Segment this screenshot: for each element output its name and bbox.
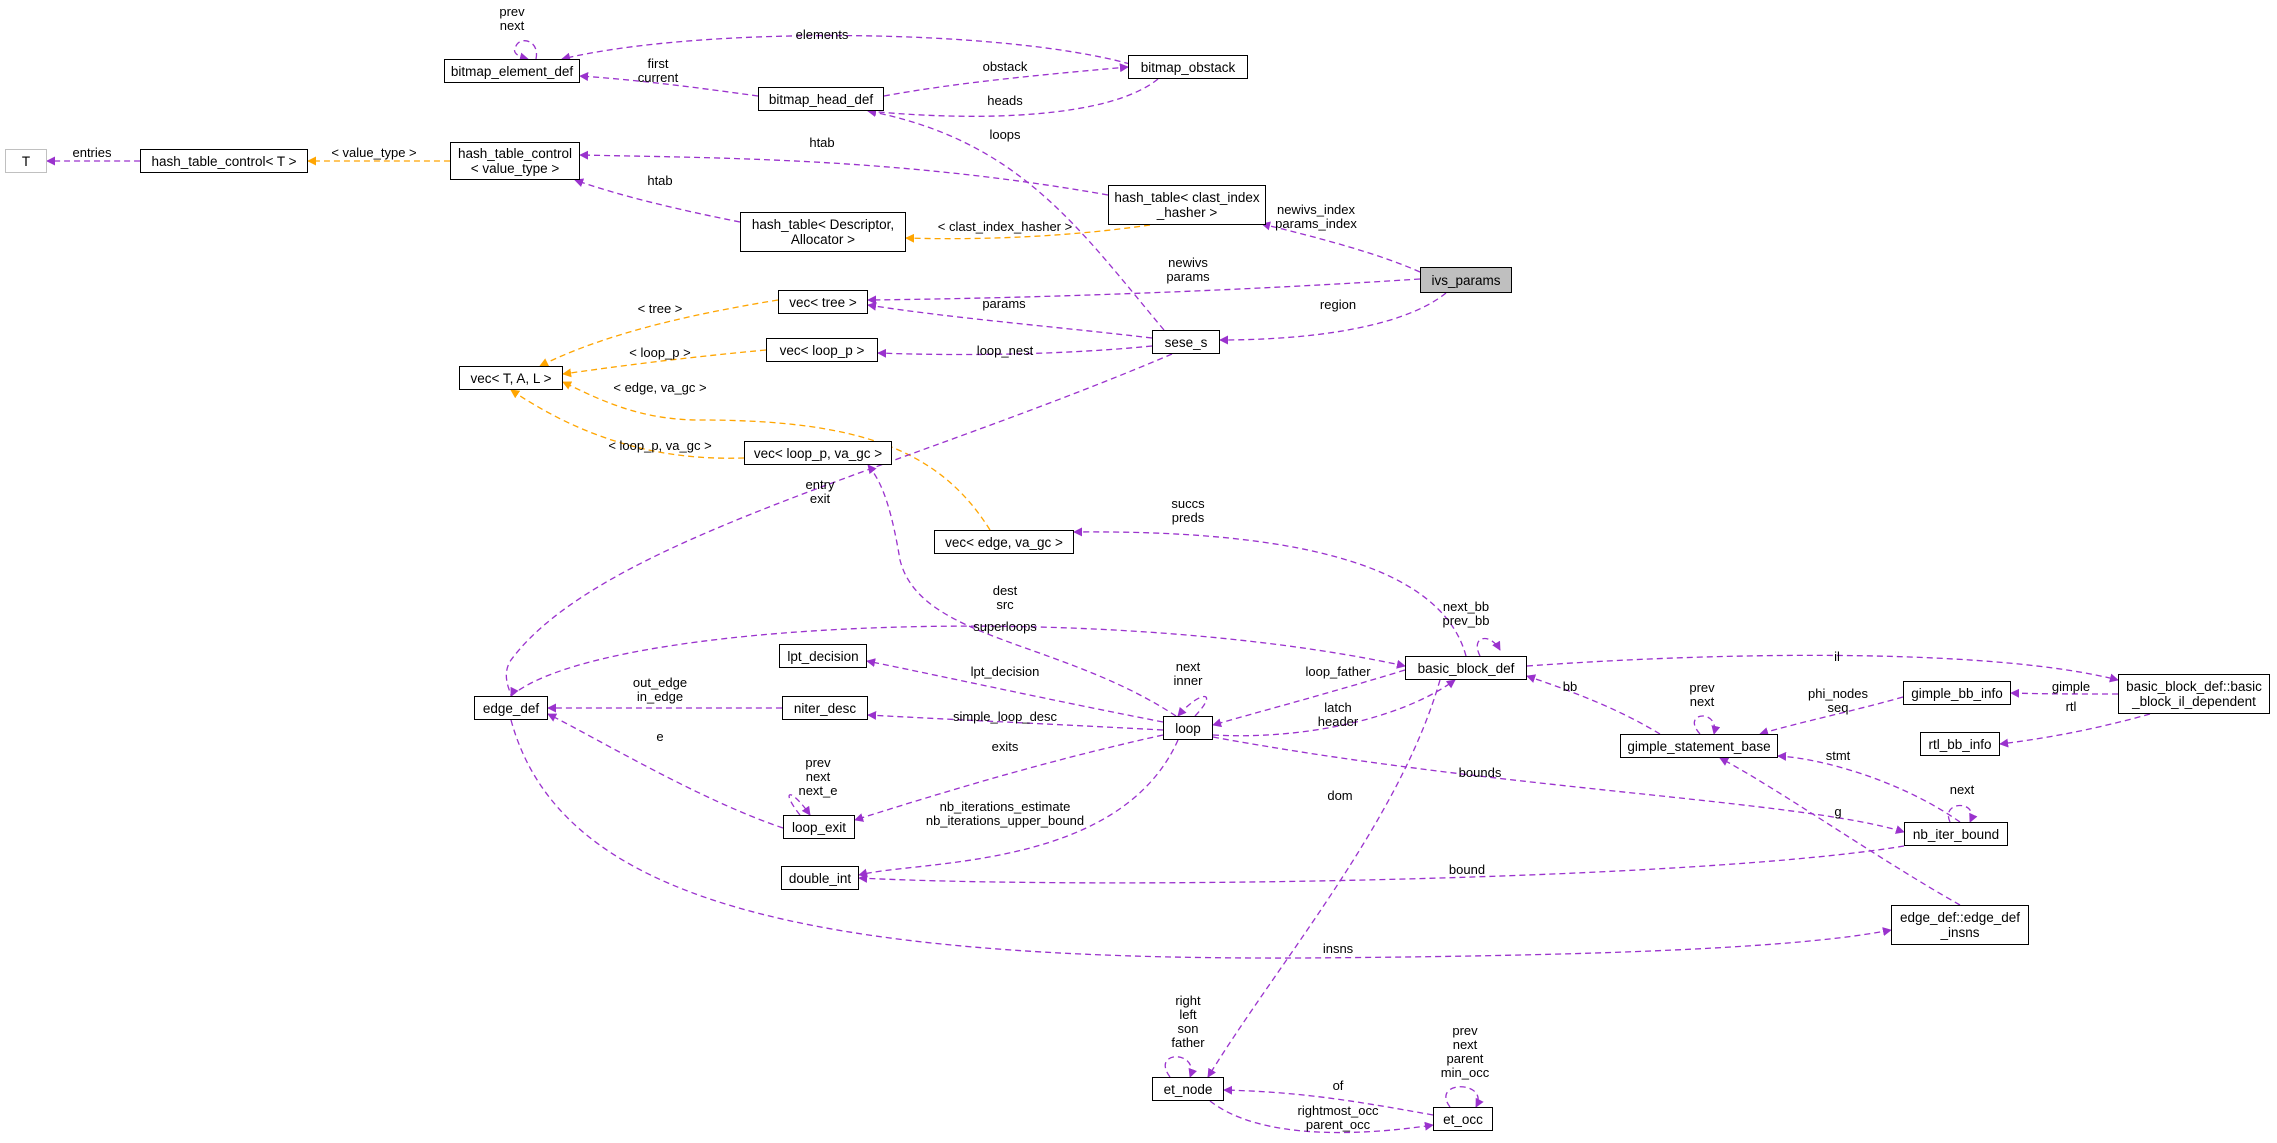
edge-e9-member-arrow bbox=[574, 178, 741, 223]
edges-layer bbox=[46, 34, 2151, 1134]
class-node-et-occ[interactable]: et_occ bbox=[1433, 1107, 1493, 1131]
class-node-hash-table-control-T[interactable]: hash_table_control< T > bbox=[140, 149, 308, 173]
class-node-vec-TAL[interactable]: vec< T, A, L > bbox=[459, 366, 563, 390]
edge-e28-member-arrow bbox=[1212, 669, 1406, 728]
class-node-lpt-decision[interactable]: lpt_decision bbox=[779, 644, 867, 668]
edge-e26-member-arrow bbox=[866, 658, 1164, 723]
edge-e22-member-arrow bbox=[1073, 527, 1467, 657]
edge-e44-member-arrow bbox=[1777, 751, 1961, 823]
class-node-gimple-statement-base[interactable]: gimple_statement_base bbox=[1620, 734, 1778, 758]
edge-e27-member-arrow bbox=[1177, 695, 1208, 717]
class-node-edge-def-insns[interactable]: edge_def::edge_def _insns bbox=[1891, 905, 2029, 945]
edge-e52-member-arrow bbox=[1445, 1086, 1484, 1108]
class-node-et-node[interactable]: et_node bbox=[1152, 1077, 1224, 1101]
class-node-loop-exit[interactable]: loop_exit bbox=[783, 815, 855, 839]
class-node-hash-table-clast[interactable]: hash_table< clast_index _hasher > bbox=[1108, 185, 1266, 225]
edge-e50-member-arrow bbox=[1223, 1085, 1434, 1116]
class-node-vec-edge-va-gc[interactable]: vec< edge, va_gc > bbox=[934, 530, 1074, 554]
class-node-edge-def[interactable]: edge_def bbox=[474, 696, 548, 720]
edge-e19-template-arrow bbox=[562, 381, 991, 531]
class-node-bitmap-obstack[interactable]: bitmap_obstack bbox=[1128, 55, 1248, 79]
edge-e1-member-arrow bbox=[513, 40, 538, 62]
edge-e17-template-arrow bbox=[539, 299, 779, 367]
edge-e23-member-arrow bbox=[510, 625, 1406, 697]
edge-e36-member-arrow bbox=[1212, 736, 1905, 834]
edge-e42-member-arrow bbox=[2010, 688, 2119, 698]
class-node-vec-loop-p[interactable]: vec< loop_p > bbox=[766, 338, 878, 362]
class-node-nb-iter-bound[interactable]: nb_iter_bound bbox=[1904, 822, 2008, 846]
class-node-bb-il-dependent[interactable]: basic_block_def::basic _block_il_depende… bbox=[2118, 674, 2270, 714]
class-node-sese-s[interactable]: sese_s bbox=[1152, 330, 1220, 354]
edge-e13-member-arrow bbox=[1219, 292, 1447, 345]
edge-e24-member-arrow bbox=[1476, 638, 1501, 657]
edge-e29-member-arrow bbox=[1212, 679, 1456, 737]
class-node-bitmap-element-def[interactable]: bitmap_element_def bbox=[444, 59, 580, 83]
edge-e51-member-arrow bbox=[1209, 1100, 1434, 1134]
class-node-rtl-bb-info[interactable]: rtl_bb_info bbox=[1920, 732, 2000, 756]
edge-e15-member-arrow bbox=[867, 108, 1165, 331]
edge-e11-member-arrow bbox=[1261, 221, 1421, 273]
edge-e20-template-arrow bbox=[510, 389, 745, 459]
class-node-vec-loop-p-va-gc[interactable]: vec< loop_p, va_gc > bbox=[744, 441, 892, 465]
edge-e47-member-arrow bbox=[510, 719, 1892, 959]
edge-e34-member-arrow bbox=[788, 794, 811, 816]
edge-e18-template-arrow bbox=[562, 349, 767, 378]
edge-e31-member-arrow bbox=[867, 710, 1164, 731]
edge-e39-member-arrow bbox=[1526, 674, 1661, 735]
edge-e38-member-arrow bbox=[1526, 654, 2119, 683]
edge-e45-member-arrow bbox=[1947, 804, 1978, 823]
edge-e14-member-arrow bbox=[867, 301, 1153, 339]
edge-e49-member-arrow bbox=[1164, 1056, 1198, 1078]
edge-e4-member-arrow bbox=[883, 63, 1129, 97]
class-node-ivs-params[interactable]: ivs_params bbox=[1420, 267, 1512, 293]
edge-e12-member-arrow bbox=[867, 278, 1421, 305]
class-node-T[interactable]: T bbox=[5, 149, 47, 173]
edge-e48-member-arrow bbox=[1207, 679, 1441, 1078]
edge-e5-member-arrow bbox=[867, 78, 1159, 117]
class-node-vec-tree[interactable]: vec< tree > bbox=[778, 290, 868, 314]
edge-e32-member-arrow bbox=[854, 734, 1164, 822]
class-node-loop[interactable]: loop bbox=[1163, 716, 1213, 740]
class-node-hash-table-desc[interactable]: hash_table< Descriptor, Allocator > bbox=[740, 212, 906, 252]
edge-e10-template-arrow bbox=[905, 224, 1151, 243]
edge-e16-member-arrow bbox=[877, 345, 1153, 358]
class-node-bitmap-head-def[interactable]: bitmap_head_def bbox=[758, 87, 884, 111]
edge-e41-member-arrow bbox=[1759, 696, 1904, 736]
edge-e3-member-arrow bbox=[579, 72, 759, 97]
edge-e25-member-arrow bbox=[867, 464, 1177, 717]
edge-e37-member-arrow bbox=[858, 845, 1905, 884]
edge-e43-member-arrow bbox=[1999, 713, 2151, 748]
edge-e35-member-arrow bbox=[858, 739, 1179, 878]
edge-e8-member-arrow bbox=[579, 150, 1109, 196]
class-node-double-int[interactable]: double_int bbox=[781, 866, 859, 890]
class-node-basic-block-def[interactable]: basic_block_def bbox=[1405, 656, 1527, 680]
edge-e40-member-arrow bbox=[1693, 715, 1721, 735]
edge-e2-member-arrow bbox=[561, 34, 1131, 65]
class-node-hash-table-control-vt[interactable]: hash_table_control < value_type > bbox=[450, 142, 580, 180]
class-node-gimple-bb-info[interactable]: gimple_bb_info bbox=[1903, 681, 2011, 705]
edge-e46-member-arrow bbox=[1719, 757, 1961, 906]
edge-e33-member-arrow bbox=[547, 713, 784, 829]
class-node-niter-desc[interactable]: niter_desc bbox=[782, 696, 868, 720]
